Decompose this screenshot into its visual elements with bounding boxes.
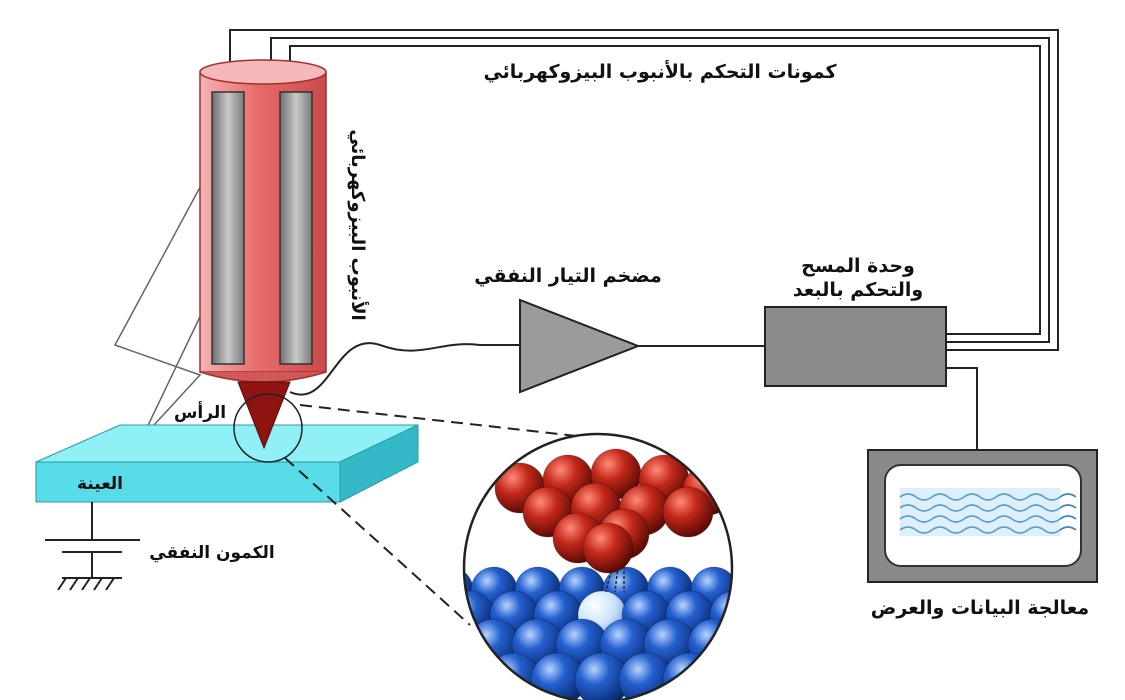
display-wire (946, 367, 978, 450)
sample-atom (754, 591, 802, 639)
display-monitor (867, 449, 1098, 583)
amplifier (519, 298, 641, 394)
scan-wave-fill (900, 488, 1060, 536)
sample-atom (687, 618, 732, 672)
tip-atom (662, 486, 714, 538)
tip-atom (582, 522, 634, 574)
sample-atom (706, 652, 732, 700)
piezo-voltage-label: كمونات التحكم بالأنبوب البيزوكهربائي (483, 60, 837, 83)
sample-atom (464, 652, 498, 700)
tunneling-gap-lines (605, 565, 625, 593)
bias-label: الكمون النفقي (149, 543, 274, 563)
scan-waves (899, 493, 1077, 534)
atomic-zoom (462, 432, 805, 700)
control-unit-label-line2: والتحكم بالبعد (793, 279, 923, 301)
sample-atom (464, 618, 477, 672)
magnifier-connector-lines (284, 404, 613, 626)
piezo-tube-label: الأنبوب البيزوكهربائي (347, 129, 369, 320)
tip-signal-wire (289, 342, 520, 396)
sample-atom (735, 567, 781, 613)
sample-label: العينة (77, 474, 123, 494)
tip-label: الرأس (174, 401, 226, 423)
sample-atom (731, 618, 732, 672)
control-unit-label-line1: وحدة المسح (801, 255, 915, 277)
sample-support-lines (113, 164, 213, 439)
sample-block (35, 424, 419, 503)
display-label: معالجة البيانات والعرض (871, 597, 1089, 619)
tip-magnifier-circle (233, 393, 303, 463)
bias-circuit (45, 502, 140, 591)
sample-atom (751, 653, 805, 700)
amplifier-label: مضخم التيار النفقي (474, 265, 662, 287)
control-unit-box (764, 306, 947, 387)
piezo-tube (199, 59, 327, 383)
